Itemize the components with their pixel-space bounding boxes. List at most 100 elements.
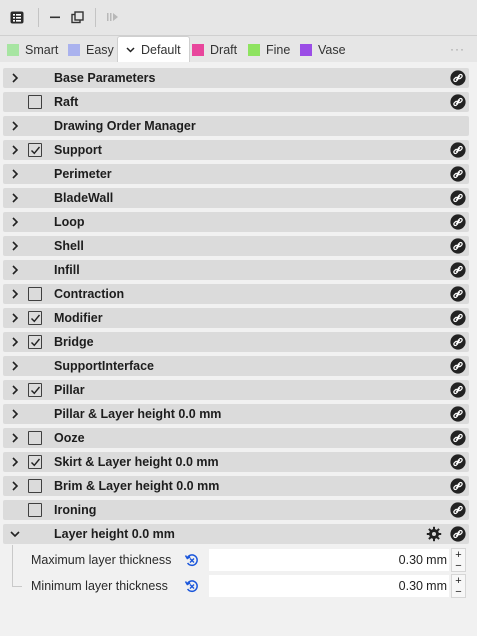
link-icon[interactable] <box>450 190 466 206</box>
group-row-pillar-layer-height-0-0-mm[interactable]: Pillar & Layer height 0.0 mm <box>3 404 469 424</box>
tab-vase[interactable]: Vase <box>300 38 346 62</box>
group-label: Loop <box>54 215 85 229</box>
group-row-raft[interactable]: Raft <box>3 92 469 112</box>
max-layer-thickness-stepper[interactable]: + − <box>451 548 466 572</box>
param-label: Minimum layer thickness <box>31 579 168 593</box>
chevron-right-icon[interactable] <box>9 384 21 396</box>
chevron-right-icon[interactable] <box>9 360 21 372</box>
chevron-right-icon[interactable] <box>9 432 21 444</box>
group-row-contraction[interactable]: Contraction <box>3 284 469 304</box>
group-label: Skirt & Layer height 0.0 mm <box>54 455 219 469</box>
chevron-right-icon[interactable] <box>9 168 21 180</box>
reset-icon[interactable] <box>184 578 200 594</box>
tab-label: Default <box>141 42 181 57</box>
chevron-right-icon[interactable] <box>9 312 21 324</box>
toolbar-separator <box>38 8 39 27</box>
group-row-modifier[interactable]: Modifier <box>3 308 469 328</box>
group-row-infill[interactable]: Infill <box>3 260 469 280</box>
tab-fine[interactable]: Fine <box>248 38 290 62</box>
group-row-layer-height-0-0-mm[interactable]: Layer height 0.0 mm <box>3 524 469 544</box>
tab-label: Smart <box>25 43 59 57</box>
increment-button[interactable]: + <box>455 575 462 587</box>
link-icon[interactable] <box>450 454 466 470</box>
chevron-right-icon[interactable] <box>9 456 21 468</box>
tab-default[interactable]: Default <box>117 36 190 62</box>
forward-disabled-icon[interactable] <box>104 8 122 26</box>
group-row-bridge[interactable]: Bridge <box>3 332 469 352</box>
link-icon[interactable] <box>450 502 466 518</box>
param-value: 0.30 <box>398 579 423 593</box>
chevron-right-icon[interactable] <box>9 72 21 84</box>
group-row-loop[interactable]: Loop <box>3 212 469 232</box>
group-checkbox[interactable] <box>28 455 42 469</box>
link-icon[interactable] <box>450 478 466 494</box>
chevron-right-icon[interactable] <box>9 240 21 252</box>
tab-smart[interactable]: Smart <box>7 38 58 62</box>
group-row-brim-layer-height-0-0-mm[interactable]: Brim & Layer height 0.0 mm <box>3 476 469 496</box>
link-icon[interactable] <box>450 334 466 350</box>
link-icon[interactable] <box>450 70 466 86</box>
link-icon[interactable] <box>450 214 466 230</box>
chevron-right-icon[interactable] <box>9 288 21 300</box>
group-row-base-parameters[interactable]: Base Parameters <box>3 68 469 88</box>
param-unit: mm <box>426 579 447 593</box>
gear-icon[interactable] <box>426 526 442 542</box>
group-row-ooze[interactable]: Ooze <box>3 428 469 448</box>
group-checkbox[interactable] <box>28 311 42 325</box>
group-label: BladeWall <box>54 191 114 205</box>
chevron-down-icon[interactable] <box>9 528 21 540</box>
group-row-bladewall[interactable]: BladeWall <box>3 188 469 208</box>
group-row-ironing[interactable]: Ironing <box>3 500 469 520</box>
copy-icon[interactable] <box>68 8 86 26</box>
group-label: Pillar <box>54 383 85 397</box>
chevron-right-icon[interactable] <box>9 264 21 276</box>
group-checkbox[interactable] <box>28 503 42 517</box>
group-checkbox[interactable] <box>28 431 42 445</box>
group-row-supportinterface[interactable]: SupportInterface <box>3 356 469 376</box>
link-icon[interactable] <box>450 142 466 158</box>
reset-icon[interactable] <box>184 552 200 568</box>
chevron-right-icon[interactable] <box>9 336 21 348</box>
minimize-icon[interactable] <box>46 8 64 26</box>
chevron-right-icon[interactable] <box>9 192 21 204</box>
group-checkbox[interactable] <box>28 383 42 397</box>
group-row-drawing-order-manager[interactable]: Drawing Order Manager <box>3 116 469 136</box>
link-icon[interactable] <box>450 406 466 422</box>
tab-easy[interactable]: Easy <box>68 38 114 62</box>
group-row-pillar[interactable]: Pillar <box>3 380 469 400</box>
group-row-skirt-layer-height-0-0-mm[interactable]: Skirt & Layer height 0.0 mm <box>3 452 469 472</box>
group-checkbox[interactable] <box>28 95 42 109</box>
tab-label: Draft <box>210 43 238 57</box>
min-layer-thickness-stepper[interactable]: + − <box>451 574 466 598</box>
chevron-right-icon[interactable] <box>9 216 21 228</box>
link-icon[interactable] <box>450 358 466 374</box>
group-row-shell[interactable]: Shell <box>3 236 469 256</box>
decrement-button[interactable]: − <box>455 586 462 598</box>
link-icon[interactable] <box>450 94 466 110</box>
link-icon[interactable] <box>450 286 466 302</box>
group-row-perimeter[interactable]: Perimeter <box>3 164 469 184</box>
group-checkbox[interactable] <box>28 479 42 493</box>
chevron-right-icon[interactable] <box>9 144 21 156</box>
link-icon[interactable] <box>450 262 466 278</box>
chevron-right-icon[interactable] <box>9 480 21 492</box>
tabs-overflow-icon[interactable]: ··· <box>450 42 465 56</box>
chevron-right-icon[interactable] <box>9 408 21 420</box>
min-layer-thickness-input[interactable]: 0.30 mm <box>209 575 449 597</box>
group-checkbox[interactable] <box>28 287 42 301</box>
link-icon[interactable] <box>450 310 466 326</box>
increment-button[interactable]: + <box>455 549 462 561</box>
max-layer-thickness-input[interactable]: 0.30 mm <box>209 549 449 571</box>
link-icon[interactable] <box>450 526 466 542</box>
link-icon[interactable] <box>450 430 466 446</box>
tab-draft[interactable]: Draft <box>192 38 237 62</box>
decrement-button[interactable]: − <box>455 560 462 572</box>
group-checkbox[interactable] <box>28 143 42 157</box>
link-icon[interactable] <box>450 238 466 254</box>
group-checkbox[interactable] <box>28 335 42 349</box>
list-view-icon[interactable] <box>8 8 26 26</box>
chevron-right-icon[interactable] <box>9 120 21 132</box>
link-icon[interactable] <box>450 166 466 182</box>
link-icon[interactable] <box>450 382 466 398</box>
group-row-support[interactable]: Support <box>3 140 469 160</box>
